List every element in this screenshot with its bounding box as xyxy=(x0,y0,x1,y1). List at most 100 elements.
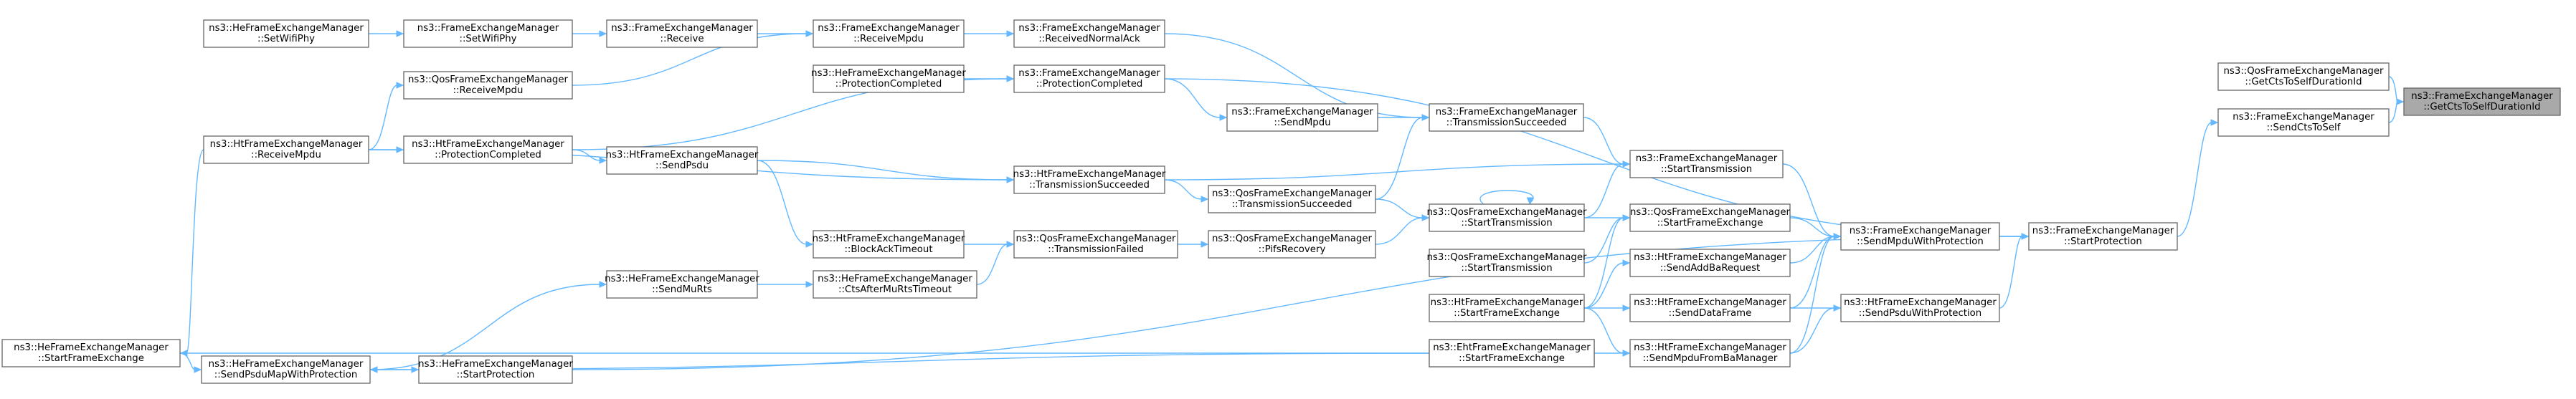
node-ht-senddataframe[interactable]: ns3::HtFrameExchangeManager::SendDataFra… xyxy=(1629,294,1791,322)
edge-path xyxy=(1789,217,1835,237)
node-ht-sendmpdufrombamanager[interactable]: ns3::HtFrameExchangeManager::SendMpduFro… xyxy=(1629,339,1791,367)
node-fem-starttransmission[interactable]: ns3::FrameExchangeManager::StartTransmis… xyxy=(1629,150,1784,178)
call-edge xyxy=(1782,163,1842,240)
node-class-label: ns3::HtFrameExchangeManager xyxy=(1431,297,1583,308)
node-method-label: ::StartFrameExchange xyxy=(38,353,144,364)
node-class-label: ns3::FrameExchangeManager xyxy=(2411,91,2553,102)
node-class-label: ns3::QosFrameExchangeManager xyxy=(1427,207,1588,218)
node-class-label: ns3::FrameExchangeManager xyxy=(417,23,559,34)
node-fem-receivempdu[interactable]: ns3::FrameExchangeManager::ReceiveMpdu xyxy=(813,19,965,48)
node-method-label: ::ReceiveMpdu xyxy=(853,34,924,44)
node-ht-transmissionsucceeded[interactable]: ns3::HtFrameExchangeManager::Transmissio… xyxy=(1013,165,1166,194)
call-edge xyxy=(572,30,814,86)
node-he-protectioncompleted[interactable]: ns3::HeFrameExchangeManager::ProtectionC… xyxy=(811,64,966,93)
node-eht-startframeexchange[interactable]: ns3::EhtFrameExchangeManager::StartFrame… xyxy=(1429,339,1595,367)
node-fem-transmissionsucceeded[interactable]: ns3::FrameExchangeManager::TransmissionS… xyxy=(1429,103,1584,132)
node-qos-startframeexchange[interactable]: ns3::QosFrameExchangeManager::StartFrame… xyxy=(1629,203,1791,232)
node-class-label: ns3::QosFrameExchangeManager xyxy=(1212,234,1373,244)
node-class-label: ns3::FrameExchangeManager xyxy=(2032,226,2174,236)
node-method-label: ::SetWifiPhy xyxy=(257,34,315,44)
node-ht-startframeexchange[interactable]: ns3::HtFrameExchangeManager::StartFrameE… xyxy=(1429,294,1585,322)
node-method-label: ::GetCtsToSelfDurationId xyxy=(2423,102,2540,112)
node-box xyxy=(203,135,369,164)
node-ht-sendpsdu[interactable]: ns3::HtFrameExchangeManager::SendPsdu xyxy=(606,146,759,175)
edge-arrowhead xyxy=(599,30,607,37)
node-qos-receivempdu[interactable]: ns3::QosFrameExchangeManager::ReceiveMpd… xyxy=(403,71,573,100)
node-class-label: ns3::HeFrameExchangeManager xyxy=(811,68,966,79)
node-qos-starttransmission-b[interactable]: ns3::QosFrameExchangeManager::StartTrans… xyxy=(1427,249,1588,277)
node-class-label: ns3::HtFrameExchangeManager xyxy=(412,139,564,150)
node-class-label: ns3::HeFrameExchangeManager xyxy=(209,23,364,34)
node-class-label: ns3::FrameExchangeManager xyxy=(2232,112,2374,122)
node-sendctstoself[interactable]: ns3::FrameExchangeManager::SendCtsToSelf xyxy=(2217,108,2390,137)
call-edge xyxy=(1164,179,1209,203)
call-edge xyxy=(1584,304,1631,312)
node-ht-sendaddbarequest[interactable]: ns3::HtFrameExchangeManager::SendAddBaRe… xyxy=(1629,249,1791,277)
node-fem-setwifiphy[interactable]: ns3::FrameExchangeManager::SetWifiPhy xyxy=(403,19,573,48)
call-edge xyxy=(964,30,1015,37)
node-qos-getcts[interactable]: ns3::QosFrameExchangeManager::GetCtsToSe… xyxy=(2217,62,2390,91)
edge-arrowhead xyxy=(1833,233,1842,240)
node-class-label: ns3::QosFrameExchangeManager xyxy=(1016,234,1177,244)
node-method-label: ::StartFrameExchange xyxy=(1454,308,1560,319)
node-method-label: ::BlockAckTimeout xyxy=(844,244,932,255)
node-method-label: ::StartProtection xyxy=(2064,236,2142,247)
edge-path xyxy=(1583,117,1624,165)
node-box xyxy=(606,19,758,48)
node-class-label: ns3::HeFrameExchangeManager xyxy=(418,359,573,370)
node-he-startframeexchange[interactable]: ns3::HeFrameExchangeManager::StartFrameE… xyxy=(1,339,181,367)
node-method-label: ::StartTransmission xyxy=(1661,164,1752,175)
node-method-label: ::ReceivedNormalAck xyxy=(1038,34,1140,44)
node-class-label: ns3::HtFrameExchangeManager xyxy=(1634,252,1786,263)
node-ht-blockacktimeout[interactable]: ns3::HtFrameExchangeManager::BlockAckTim… xyxy=(813,230,965,259)
node-he-startprotection[interactable]: ns3::HeFrameExchangeManager::StartProtec… xyxy=(418,355,573,384)
node-he-sendpsdumap[interactable]: ns3::HeFrameExchangeManager::SendPsduMap… xyxy=(201,355,371,384)
node-method-label: ::TransmissionSucceeded xyxy=(1029,180,1150,191)
call-edge xyxy=(1789,233,1842,309)
node-getcts-root[interactable]: ns3::FrameExchangeManager::GetCtsToSelfD… xyxy=(2403,87,2561,116)
edge-arrowhead xyxy=(1622,259,1631,266)
edge-arrowhead xyxy=(2396,98,2405,105)
node-qos-starttransmission-a[interactable]: ns3::QosFrameExchangeManager::StartTrans… xyxy=(1427,203,1588,232)
edge-path xyxy=(2388,76,2398,102)
node-fem-receivednormalack[interactable]: ns3::FrameExchangeManager::ReceivedNorma… xyxy=(1013,19,1165,48)
node-sendmpduwithprotection[interactable]: ns3::FrameExchangeManager::SendMpduWithP… xyxy=(1840,222,2000,251)
node-method-label: ::SendMpdu xyxy=(1274,117,1330,128)
node-fem-sendmpdu[interactable]: ns3::FrameExchangeManager::SendMpdu xyxy=(1226,103,1378,132)
node-box xyxy=(813,19,965,48)
node-method-label: ::StartProtection xyxy=(457,370,535,380)
node-method-label: ::StartTransmission xyxy=(1461,218,1552,229)
edge-path xyxy=(1479,190,1534,205)
call-edge xyxy=(1375,114,1430,200)
node-ht-receivempdu[interactable]: ns3::HtFrameExchangeManager::ReceiveMpdu xyxy=(203,135,369,164)
node-class-label: ns3::QosFrameExchangeManager xyxy=(2224,66,2385,77)
edge-path xyxy=(1375,217,1424,245)
edge-arrowhead xyxy=(1006,30,1015,37)
call-edge xyxy=(572,233,2030,370)
node-qos-pifsrecovery[interactable]: ns3::QosFrameExchangeManager::PifsRecove… xyxy=(1208,230,1376,259)
node-he-setwifiphy[interactable]: ns3::HeFrameExchangeManager::SetWifiPhy xyxy=(203,19,369,48)
edge-arrowhead xyxy=(396,82,404,89)
node-ht-protectioncompleted[interactable]: ns3::HtFrameExchangeManager::ProtectionC… xyxy=(403,135,573,164)
edge-arrowhead xyxy=(1622,350,1631,357)
edge-arrowhead xyxy=(599,281,607,288)
node-he-ctsaftermurtstimeout[interactable]: ns3::HeFrameExchangeManager::CtsAfterMuR… xyxy=(813,270,977,299)
node-method-label: ::TransmissionFailed xyxy=(1048,244,1143,255)
node-fem-receive[interactable]: ns3::FrameExchangeManager::Receive xyxy=(606,19,758,48)
call-edge xyxy=(1164,78,1228,121)
node-method-label: ::TransmissionSucceeded xyxy=(1446,117,1567,128)
node-qos-transmissionfailed[interactable]: ns3::QosFrameExchangeManager::Transmissi… xyxy=(1013,230,1178,259)
node-he-sendmurts[interactable]: ns3::HeFrameExchangeManager::SendMuRts xyxy=(605,270,759,299)
edge-arrowhead xyxy=(2210,119,2219,126)
node-class-label: ns3::QosFrameExchangeManager xyxy=(1630,207,1791,218)
node-ht-sendpsduwithprotection[interactable]: ns3::HtFrameExchangeManager::SendPsduWit… xyxy=(1840,294,2000,322)
node-fem-protectioncompleted[interactable]: ns3::FrameExchangeManager::ProtectionCom… xyxy=(1013,64,1165,93)
node-box xyxy=(203,19,369,48)
node-qos-transmissionsucceeded[interactable]: ns3::QosFrameExchangeManager::Transmissi… xyxy=(1208,185,1376,213)
node-class-label: ns3::FrameExchangeManager xyxy=(1436,107,1578,117)
call-nodes: ns3::FrameExchangeManager::GetCtsToSelfD… xyxy=(1,19,2561,384)
node-box xyxy=(1629,249,1791,277)
node-startprotection[interactable]: ns3::FrameExchangeManager::StartProtecti… xyxy=(2028,222,2178,251)
node-box xyxy=(1013,165,1165,194)
